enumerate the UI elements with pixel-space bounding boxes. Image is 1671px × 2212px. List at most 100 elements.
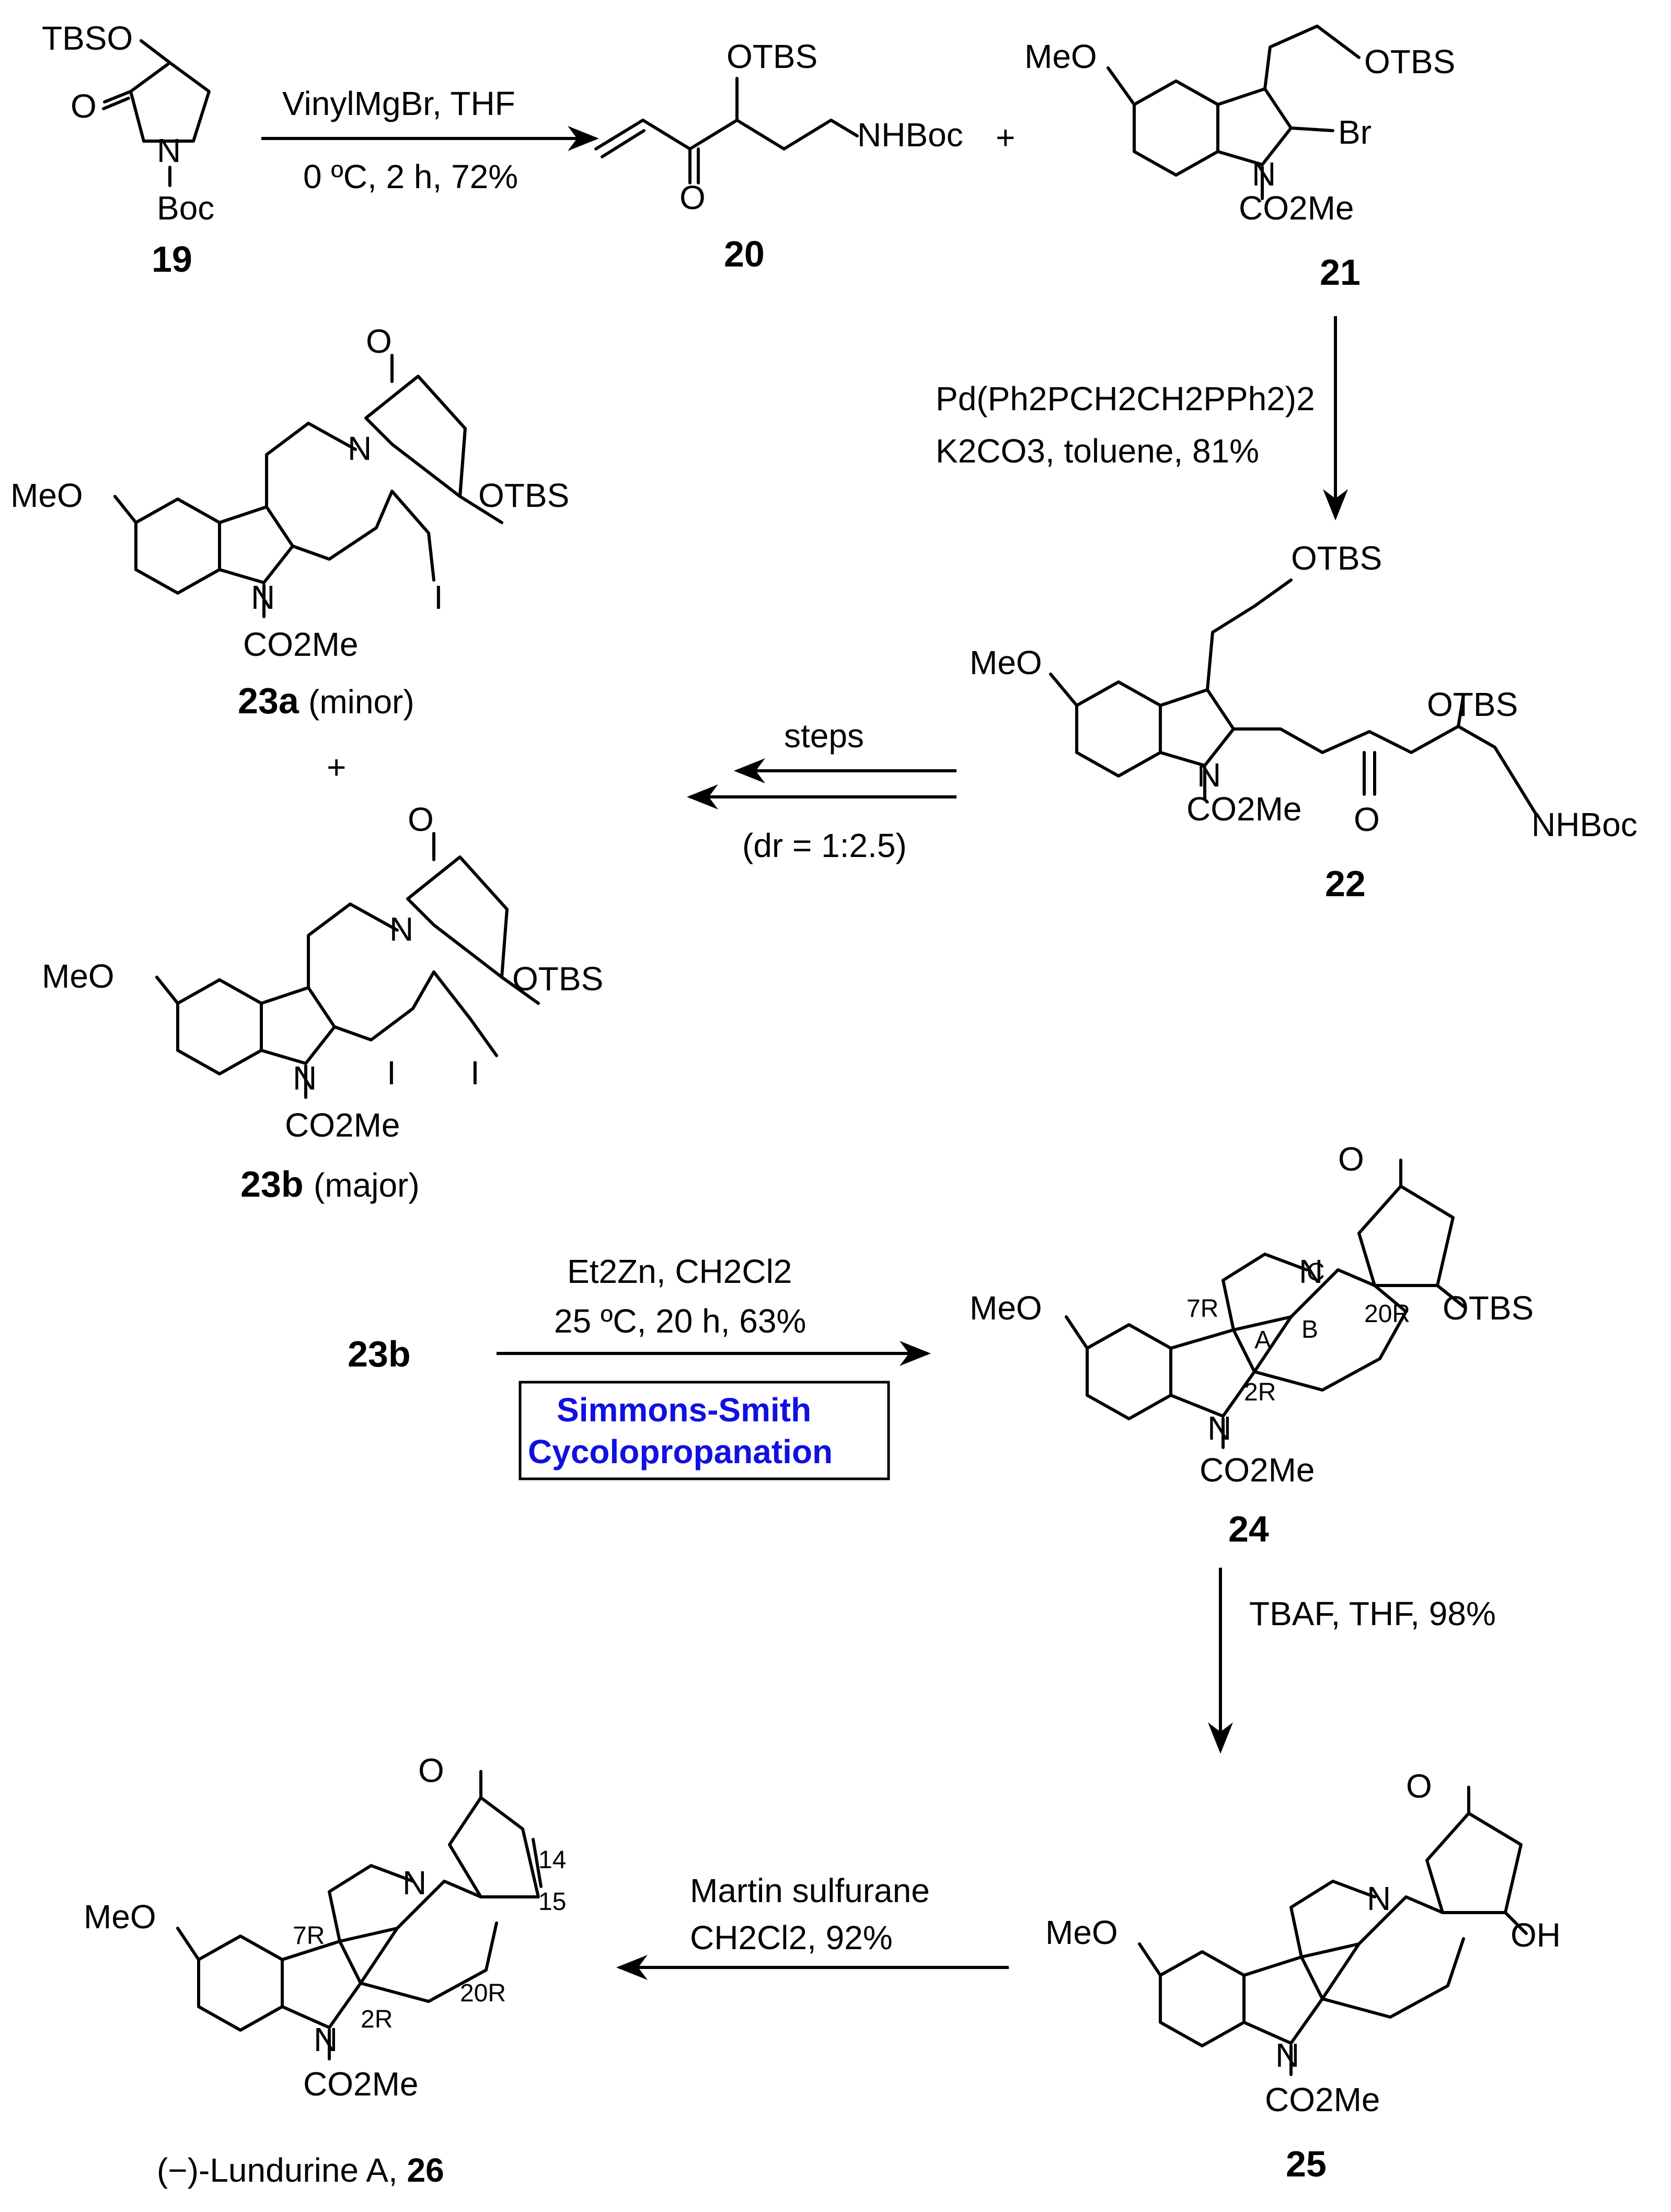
method-name-line-2: Cycolopropanation	[528, 1433, 833, 1470]
tbso-label: TBSO	[42, 19, 133, 57]
nhboc-label: NHBoc	[857, 116, 963, 154]
ring-a-label: A	[1254, 1326, 1271, 1354]
lactam-o-label: O	[418, 1752, 444, 1789]
ring-b-label: B	[1301, 1316, 1318, 1344]
stereocenter-20r-label: 20R	[460, 1979, 506, 2007]
co2me-label: CO2Me	[303, 2065, 419, 2103]
lactam-o-label: O	[1338, 1140, 1364, 1178]
indole-n-label: N	[293, 1059, 317, 1097]
meo-label: MeO	[970, 1289, 1042, 1327]
compound-name-26: (−)-Lundurine A, 26	[157, 2151, 444, 2189]
compound-number-26: 26	[407, 2151, 444, 2189]
stereocenter-7r-label: 7R	[293, 1922, 325, 1950]
condition-line-3: (dr = 1:2.5)	[742, 827, 907, 864]
plus-sign-2: +	[327, 748, 346, 786]
reagent-line-1: VinylMgBr, THF	[282, 85, 515, 122]
compound-number-21: 21	[1320, 252, 1361, 293]
compound-19: TBSO O N Boc 19	[42, 19, 214, 280]
co2me-label: CO2Me	[1200, 1451, 1315, 1489]
reagent-line-4: Et2Zn, CH2Cl2	[567, 1253, 792, 1290]
ring-c-label: C	[1307, 1258, 1325, 1286]
oh-label: OH	[1511, 1916, 1561, 1954]
boc-label: Boc	[157, 189, 214, 227]
compound-24: O N MeO OTBS N CO2Me 7R 2R 20R A B C 24	[970, 1140, 1534, 1549]
compound-25: O N MeO OH N CO2Me 25	[1045, 1767, 1561, 2184]
condition-line-4: 25 ºC, 20 h, 63%	[554, 1302, 806, 1340]
minor-note: (minor)	[308, 683, 414, 721]
compound-name-text: (−)-Lundurine A,	[157, 2151, 407, 2189]
ketone-o-label: O	[679, 179, 706, 216]
condition-line-6: CH2Cl2, 92%	[690, 1919, 893, 1956]
reaction-arrow-1: VinylMgBr, THF 0 ºC, 2 h, 72%	[261, 85, 599, 195]
co2me-label: CO2Me	[1239, 189, 1354, 227]
carbon-14-label: 14	[538, 1846, 566, 1874]
reagent-line-2: Pd(Ph2PCH2CH2PPh2)2	[936, 380, 1315, 418]
n-label: N	[348, 430, 372, 467]
stereocenter-20r-label: 20R	[1364, 1300, 1410, 1328]
n-label: N	[402, 1864, 427, 1902]
reaction-arrow-4: Et2Zn, CH2Cl2 25 ºC, 20 h, 63% Simmons-S…	[497, 1253, 931, 1480]
reagent-line-6: Martin sulfurane	[690, 1872, 930, 1909]
carbonyl-o-label: O	[71, 87, 97, 125]
indole-n-label: N	[1275, 2036, 1299, 2074]
compound-number-23a: 23a	[238, 680, 299, 721]
reaction-arrow-6: Martin sulfurane CH2Cl2, 92%	[616, 1872, 1009, 1980]
compound-22: OTBS MeO OTBS N O CO2Me NHBoc 22	[970, 539, 1638, 904]
iodine-2-label: I	[470, 1054, 480, 1092]
indole-n-label: N	[314, 2021, 338, 2058]
meo-label: MeO	[84, 1898, 156, 1936]
nhboc-label: NHBoc	[1531, 806, 1638, 843]
meo-label: MeO	[10, 477, 83, 514]
meo-label: MeO	[1045, 1914, 1118, 1951]
otbs-label: OTBS	[512, 960, 603, 998]
meo-label: MeO	[970, 644, 1042, 681]
reaction-arrow-5: TBAF, THF, 98%	[1208, 1568, 1496, 1754]
n-label: N	[157, 132, 181, 169]
stereocenter-7r-label: 7R	[1186, 1295, 1218, 1323]
compound-number-22: 22	[1325, 863, 1366, 904]
co2me-label: CO2Me	[1186, 790, 1302, 828]
n-label: N	[1299, 1253, 1323, 1290]
otbs-label: OTBS	[478, 477, 569, 514]
br-label: Br	[1338, 113, 1372, 151]
carbon-15-label: 15	[538, 1888, 566, 1916]
stereocenter-2r-label: 2R	[361, 2006, 393, 2033]
compound-20: OTBS O NHBoc 20	[594, 38, 963, 274]
compound-21: MeO OTBS Br N CO2Me 21	[1024, 25, 1455, 293]
major-note: (major)	[314, 1166, 420, 1204]
compound-23b: O N MeO OTBS N CO2Me I I 23b (major)	[42, 801, 603, 1205]
lactam-o-label: O	[366, 322, 392, 360]
compound-26: O N MeO N CO2Me 7R 2R 20R 14 15 (−)-Lund…	[84, 1752, 566, 2189]
stereocenter-2r-label: 2R	[1244, 1379, 1276, 1406]
meo-label: MeO	[42, 957, 114, 995]
reaction-arrow-3: steps (dr = 1:2.5)	[687, 717, 956, 864]
lactam-o-label: O	[1406, 1767, 1432, 1805]
n-label: N	[1367, 1880, 1391, 1917]
co2me-label: CO2Me	[1265, 2081, 1380, 2118]
compound-number-24: 24	[1228, 1509, 1269, 1549]
otbs-top-label: OTBS	[1291, 539, 1382, 577]
otbs-label: OTBS	[1443, 1289, 1534, 1327]
otbs-label: OTBS	[1364, 43, 1455, 80]
compound-number-23b: 23b	[240, 1164, 304, 1205]
ketone-o-label: O	[1354, 801, 1380, 838]
n-label: N	[1197, 756, 1221, 794]
compound-23a: O N MeO OTBS N CO2Me I 23a (minor)	[10, 322, 569, 721]
iodine-label: I	[434, 578, 443, 616]
indole-n-label: N	[1207, 1409, 1231, 1447]
reaction-arrow-2: Pd(Ph2PCH2CH2PPh2)2 K2CO3, toluene, 81%	[936, 316, 1348, 520]
indole-n-label: N	[251, 578, 275, 616]
iodine-1-label: I	[387, 1054, 396, 1092]
meo-label: MeO	[1024, 38, 1097, 75]
condition-line-1: 0 ºC, 2 h, 72%	[303, 158, 518, 195]
reagent-line-3: steps	[784, 717, 864, 755]
otbs-label: OTBS	[727, 38, 817, 75]
compound-number-19: 19	[152, 239, 192, 280]
co2me-label: CO2Me	[243, 626, 359, 663]
n-label: N	[1252, 155, 1276, 193]
compound-number-25: 25	[1286, 2144, 1327, 2184]
method-name-line-1: Simmons-Smith	[557, 1391, 811, 1429]
method-box	[518, 1381, 890, 1480]
compound-23b-reference: 23b	[348, 1334, 411, 1374]
